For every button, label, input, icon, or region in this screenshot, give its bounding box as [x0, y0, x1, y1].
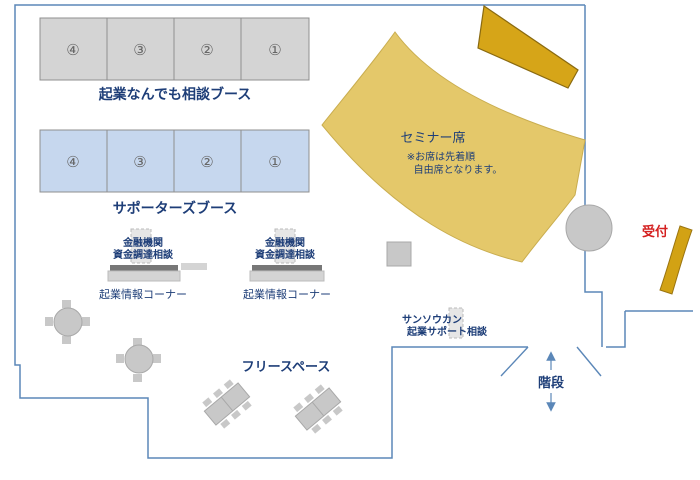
supporter-booth-number: ① — [268, 153, 281, 171]
info-desk-left-line2: 資金調達相談 — [113, 248, 174, 261]
info-desk-right[interactable]: 金融機関 資金調達相談 起業情報コーナー — [243, 228, 331, 301]
info-desk-left-line1: 金融機関 — [122, 236, 163, 249]
stair-edge-right — [576, 346, 602, 377]
info-desk-right-label: 起業情報コーナー — [243, 288, 331, 301]
consult-booth-4[interactable] — [39, 17, 108, 81]
sansoukan-desk[interactable]: サンソウカン 起業サポート相談 — [402, 307, 488, 339]
consult-booth-1[interactable] — [240, 17, 310, 81]
seminar-note1: ※お席は先着順 — [407, 150, 475, 163]
supporter-booth-number: ③ — [133, 153, 146, 171]
pillar — [565, 204, 613, 252]
reception-counter — [659, 225, 693, 295]
consult-booth-3[interactable] — [106, 17, 175, 81]
consult-booth-number: ② — [200, 41, 213, 59]
equipment-box — [386, 241, 412, 267]
supporter-booth-4[interactable] — [39, 129, 108, 193]
info-desk-right-line2: 資金調達相談 — [255, 248, 316, 261]
free-space-label: フリースペース — [242, 360, 331, 375]
consult-booth-number: ③ — [133, 41, 146, 59]
seminar-note2: 自由席となります。 — [414, 163, 503, 176]
consult-booth-2[interactable] — [173, 17, 242, 81]
consult-booth-title: 起業なんでも相談ブース — [98, 86, 252, 103]
info-desk-right-line1: 金融機関 — [264, 236, 305, 249]
consult-booth-number: ④ — [66, 41, 79, 59]
seminar-title: セミナー席 — [400, 130, 465, 146]
seminar-area[interactable]: セミナー席 ※お席は先着順 自由席となります。 — [321, 4, 586, 263]
free-space-table — [293, 384, 343, 434]
stairs-label: 階段 — [538, 375, 564, 391]
info-desk-left[interactable]: 金融機関 資金調達相談 起業情報コーナー — [99, 228, 207, 301]
seminar-seating — [321, 31, 586, 263]
consult-booth-number: ① — [268, 41, 281, 59]
reception[interactable]: 受付 — [642, 224, 693, 295]
supporter-booth-row: ④ ③ ② ① — [39, 129, 310, 193]
supporter-booth-3[interactable] — [106, 129, 175, 193]
floor-walls — [14, 4, 693, 459]
supporter-booth-number: ② — [200, 153, 213, 171]
free-space-table — [202, 379, 252, 429]
reception-label: 受付 — [642, 224, 668, 240]
round-table — [45, 300, 90, 344]
sansoukan-line2: 起業サポート相談 — [406, 325, 488, 338]
supporter-booth-number: ④ — [66, 153, 79, 171]
sansoukan-line1: サンソウカン — [402, 314, 462, 326]
round-table — [116, 338, 161, 382]
supporter-booth-1[interactable] — [240, 129, 310, 193]
info-desk-left-label: 起業情報コーナー — [99, 288, 187, 301]
stairs[interactable]: 階段 — [500, 346, 602, 412]
stair-edge-left — [500, 346, 529, 377]
consult-booth-row: ④ ③ ② ① — [39, 17, 310, 81]
seminar-stage — [477, 4, 579, 89]
supporter-booth-title: サポーターズブース — [113, 200, 238, 217]
